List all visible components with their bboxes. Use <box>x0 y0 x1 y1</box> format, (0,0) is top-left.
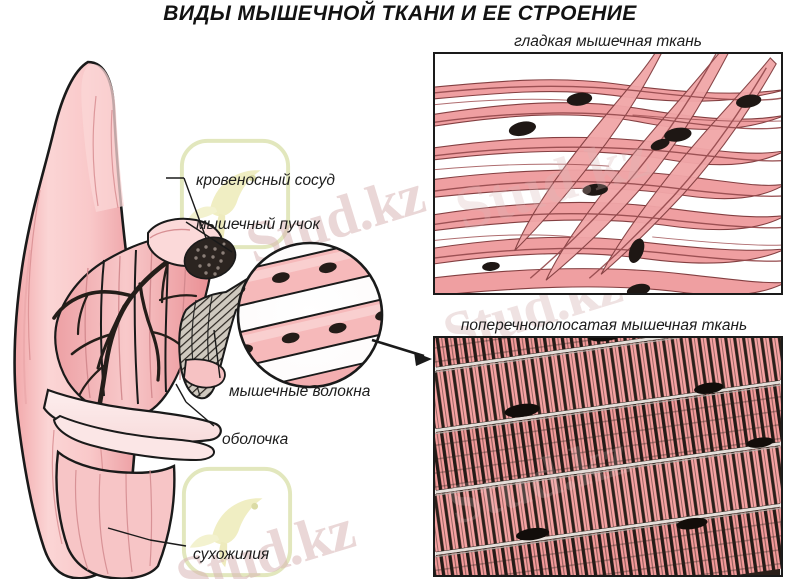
label-blood-vessel: кровеносный сосуд <box>196 172 335 189</box>
smooth-muscle-nuclei <box>482 92 762 293</box>
distal-tendon <box>55 449 176 579</box>
watermark-text: Stud.kz <box>168 495 362 579</box>
striated-muscle-tissue: Stud.kz <box>435 338 781 575</box>
muscle-belly <box>13 60 138 579</box>
sarcolemma-lines <box>435 338 781 562</box>
tendon-flaps <box>42 358 226 462</box>
muscle-bundles-group <box>52 217 237 418</box>
page-title: ВИДЫ МЫШЕЧНОЙ ТКАНИ И ЕЕ СТРОЕНИЕ <box>163 2 637 25</box>
hummingbird-logo <box>176 135 294 253</box>
panel-smooth-muscle: Stud.kz <box>433 52 783 295</box>
label-muscle-fibers: мышечные волокна <box>229 383 371 400</box>
inset-to-striated-arrow <box>371 338 432 366</box>
panel-striated-muscle: Stud.kz <box>433 336 783 577</box>
caption-smooth-muscle: гладкая мышечная ткань <box>514 33 702 50</box>
caption-striated-muscle: поперечнополосатая мышечная ткань <box>460 317 748 334</box>
bundle-cross-section <box>183 236 237 280</box>
blood-vessel-tree <box>52 241 199 417</box>
smooth-muscle-tissue: Stud.kz <box>435 54 781 293</box>
muscle-fiber-wedge <box>178 274 264 400</box>
label-muscle-bundle: мышечный пучок <box>196 216 320 233</box>
label-tendons: сухожилия <box>193 546 270 563</box>
label-sheath: оболочка <box>222 431 289 448</box>
striated-fibres <box>435 338 781 575</box>
striated-nuclei <box>504 338 774 541</box>
